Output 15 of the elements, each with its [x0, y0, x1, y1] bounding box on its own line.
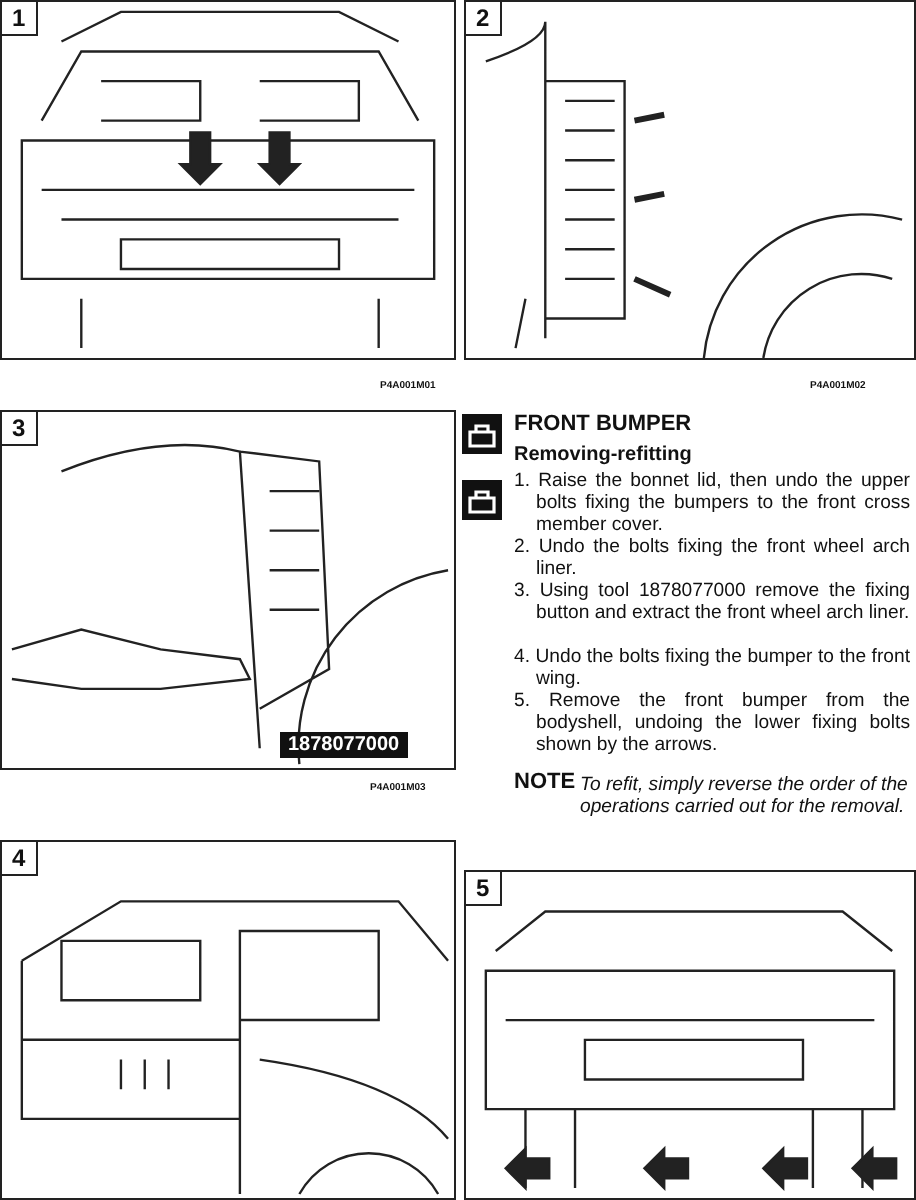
section-heading: FRONT BUMPER	[514, 414, 692, 436]
figure-number: 5	[464, 870, 502, 906]
figure-number: 2	[464, 0, 502, 36]
instruction-step: 3. Using tool 1878077000 remove the fixing button and extract the front wheel arch liner.	[514, 580, 910, 624]
figure-number: 4	[0, 840, 38, 876]
tool-number: 1878077000	[280, 732, 408, 758]
subheading: Removing-refitting	[514, 444, 692, 466]
instruction-step: 4. Undo the bolts fixing the bumper to the front wing.	[514, 646, 910, 690]
instruction-step: 2. Undo the bolts fixing the front wheel arch liner.	[514, 536, 910, 580]
figure-number: 3	[0, 410, 38, 446]
instruction-step: 5. Remove the front bumper from the bodyshell, undoing the lower fixing bolts shown by the arrows.	[514, 690, 910, 756]
instruction-step: 1. Raise the bonnet lid, then undo the upper bolts fixing the bumpers to the front cross member cover.	[514, 470, 910, 536]
figure-number: 1	[0, 0, 38, 36]
note-text: To refit, simply reverse the order of the operations carried out for the removal.	[580, 774, 908, 818]
note-label: NOTE	[514, 772, 576, 794]
